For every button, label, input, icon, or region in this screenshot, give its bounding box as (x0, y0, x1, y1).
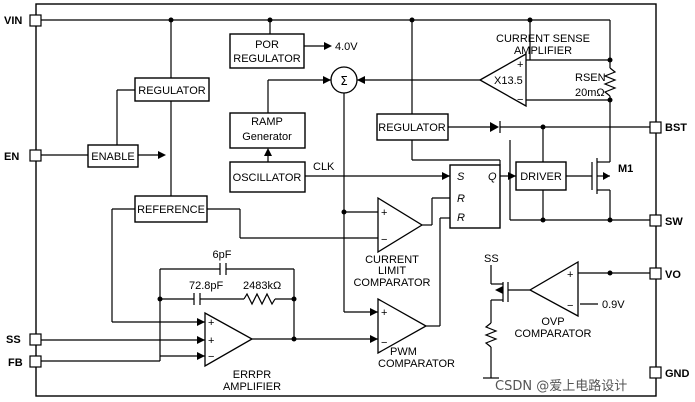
por-output-label: 4.0V (335, 41, 358, 53)
ovp-comparator: + − 0.9V OVP COMPARATOR SS (484, 253, 625, 340)
latch-s-label: S (457, 171, 465, 183)
pwm-minus: − (381, 337, 387, 349)
pwm-plus: + (381, 307, 387, 319)
pin-en-label: EN (4, 151, 19, 163)
ovp-ss-label: SS (484, 253, 499, 265)
ovp-minus: − (567, 300, 573, 312)
pin-gnd: GND (649, 366, 690, 380)
pwm-line2: COMPARATOR (378, 358, 455, 370)
ovp-line2: COMPARATOR (514, 328, 591, 340)
latch-r1-label: R (457, 193, 465, 205)
csa-title-line1: CURRENT SENSE (496, 33, 590, 45)
pin-sw: SW (649, 214, 683, 228)
pin-fb-label: FB (8, 357, 23, 369)
clk-label: CLK (313, 161, 335, 173)
pin-fb: FB (8, 355, 42, 369)
regulator-right-label: REGULATOR (378, 122, 445, 134)
pin-en: EN (4, 149, 42, 163)
csa-plus: + (517, 59, 523, 71)
ea-line2: AMPLIFIER (223, 381, 281, 393)
sum-symbol: Σ (340, 74, 348, 88)
ramp-line2: Generator (242, 131, 292, 143)
por-line2: REGULATOR (233, 53, 300, 65)
pin-vin: VIN (4, 14, 42, 27)
rsen-label: RSEN (575, 72, 606, 84)
pin-ss: SS (6, 333, 42, 346)
res-label: 2483kΩ (243, 280, 281, 292)
ea-minus: − (208, 351, 214, 363)
m1-label: M1 (618, 163, 633, 175)
error-amplifier: + + − ERRPR AMPLIFIER 6pF 72.8pF 2483kΩ (189, 249, 281, 393)
watermark: CSDN @爱上电路设计 (495, 378, 627, 394)
csa-title-line2: AMPLIFIER (514, 45, 572, 57)
pin-vin-label: VIN (4, 15, 22, 27)
sr-latch-block: S Q R R (449, 164, 501, 229)
csa-minus: − (517, 94, 523, 106)
rsen-value: 20mΩ (575, 87, 605, 99)
regulator-right-block: REGULATOR (376, 113, 449, 141)
ic-outline (35, 3, 657, 397)
arrowheads (158, 42, 610, 360)
ea-plus2: + (208, 335, 214, 347)
por-regulator-block: POR REGULATOR (229, 33, 305, 69)
wires (41, 19, 650, 379)
ovp-plus: + (567, 269, 573, 281)
cl-line3: COMPARATOR (353, 277, 430, 289)
ovp-line1: OVP (541, 316, 564, 328)
pin-gnd-label: GND (665, 368, 690, 380)
regulator-left-label: REGULATOR (138, 85, 205, 97)
ramp-generator-block: RAMP Generator (229, 112, 306, 149)
bst-diode-icon (490, 121, 501, 133)
driver-block: DRIVER (515, 161, 567, 191)
enable-block: ENABLE (87, 144, 139, 168)
ea-plus1: + (208, 317, 214, 329)
pin-bst-label: BST (665, 122, 687, 134)
pwm-line1: PWM (390, 346, 417, 358)
cap2-label: 72.8pF (189, 280, 224, 292)
cl-plus: + (381, 207, 387, 219)
ramp-line1: RAMP (251, 116, 283, 128)
por-line1: POR (255, 39, 279, 51)
oscillator-label: OSCILLATOR (233, 172, 302, 184)
csa-gain-label: X13.5 (494, 75, 523, 87)
pin-vo: VO (649, 267, 681, 281)
latch-q-label: Q (488, 171, 497, 183)
current-limit-comparator: + − CURRENT LIMIT COMPARATOR (353, 196, 431, 289)
cl-line2: LIMIT (378, 265, 406, 277)
regulator-left-block: REGULATOR (134, 77, 210, 102)
oscillator-block: OSCILLATOR (229, 161, 306, 193)
latch-r2-label: R (457, 212, 465, 224)
driver-label: DRIVER (520, 171, 562, 183)
junction-dots (157, 17, 613, 342)
pin-ss-label: SS (6, 334, 21, 346)
cl-line1: CURRENT (365, 254, 419, 266)
summing-node: Σ (330, 66, 358, 94)
pwm-comparator: + − PWM COMPARATOR (377, 297, 455, 370)
ea-line1: ERRPR (233, 369, 272, 381)
pin-sw-label: SW (665, 216, 683, 228)
reference-label: REFERENCE (137, 204, 205, 216)
ovp-ref-label: 0.9V (602, 299, 625, 311)
cl-minus: − (381, 234, 387, 246)
current-sense-amplifier: + − X13.5 CURRENT SENSE AMPLIFIER RSEN 2… (478, 33, 606, 108)
enable-label: ENABLE (91, 151, 134, 163)
reference-block: REFERENCE (134, 195, 208, 223)
cap1-label: 6pF (213, 249, 232, 261)
pin-vo-label: VO (665, 269, 681, 281)
pin-bst: BST (649, 121, 687, 134)
